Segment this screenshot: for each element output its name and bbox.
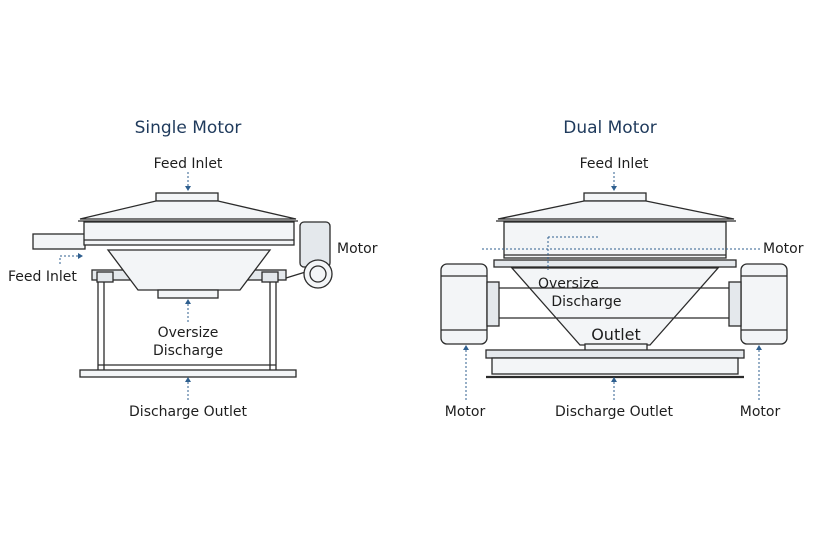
single-motor-flange [303,259,333,289]
single-side-feed-pipe [32,233,86,250]
dual-motor-bottom-left-label: Motor [444,404,486,420]
dual-base-skirt [491,357,739,375]
dual-motor-title: Dual Motor [563,118,657,138]
single-feed-inlet-side-label: Feed Inlet [8,269,77,285]
single-drum [83,221,295,246]
dual-outlet-label: Outlet [591,325,641,344]
dual-base-frame [485,349,745,359]
single-motor-label: Motor [337,241,378,257]
single-hopper [106,249,272,291]
single-feed-inlet-top-label: Feed Inlet [153,156,223,172]
dual-lid [497,200,735,220]
single-oversize-discharge-label: Oversize Discharge [152,325,224,359]
dual-drum [503,221,727,259]
single-top-inlet [155,192,219,202]
dual-top-inlet [583,192,647,202]
dual-motor-machine [440,192,788,379]
single-motor-title: Single Motor [134,118,242,138]
single-base-plate [79,369,297,378]
dual-motor-right-label: Motor [763,241,804,257]
single-lid [79,200,297,220]
dual-motor-bottom-right-label: Motor [739,404,781,420]
single-discharge-outlet-label: Discharge Outlet [129,404,247,420]
dual-feed-inlet-top-label: Feed Inlet [579,156,649,172]
dual-cone [510,267,720,346]
dual-discharge-outlet-label: Discharge Outlet [555,404,673,420]
dual-upper-ring [493,259,737,268]
dual-oversize-discharge-label: Oversize Discharge [538,276,622,310]
single-motor-machine [32,192,333,378]
single-hopper-outlet [157,289,219,299]
